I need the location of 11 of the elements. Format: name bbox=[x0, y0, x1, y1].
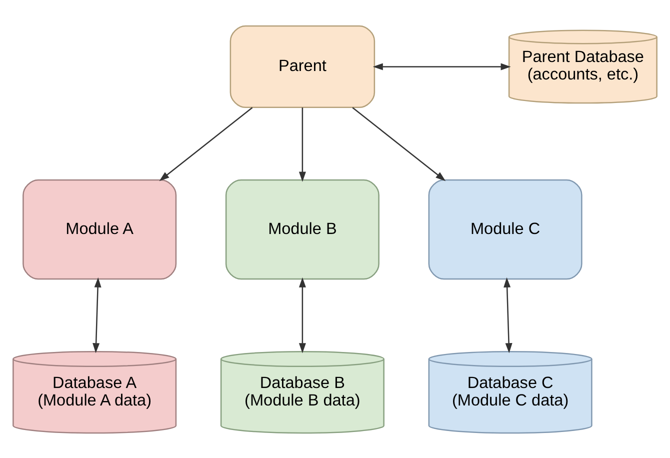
node-box: Module B bbox=[225, 178, 380, 280]
arrow bbox=[159, 106, 253, 181]
arrow bbox=[352, 106, 446, 181]
arrow bbox=[372, 62, 511, 70]
node-box: Module C bbox=[428, 178, 582, 280]
arrow bbox=[504, 276, 512, 353]
arrow bbox=[298, 107, 306, 182]
arrow bbox=[298, 276, 306, 353]
node-box: Parent bbox=[230, 24, 376, 108]
arrow bbox=[92, 276, 102, 353]
node-box: Module A bbox=[22, 178, 177, 280]
